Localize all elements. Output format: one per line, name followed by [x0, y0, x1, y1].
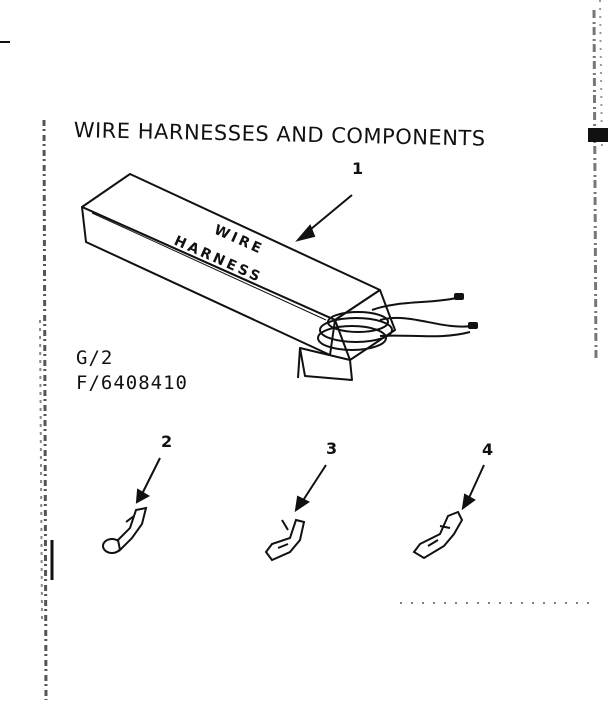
callout-3: 3: [326, 439, 338, 458]
callout-1: 1: [352, 159, 364, 178]
callout-2: 2: [161, 432, 173, 451]
group-code: G/2: [76, 347, 114, 369]
callout-4: 4: [482, 440, 494, 459]
figure-code: F/6408410: [76, 372, 188, 394]
